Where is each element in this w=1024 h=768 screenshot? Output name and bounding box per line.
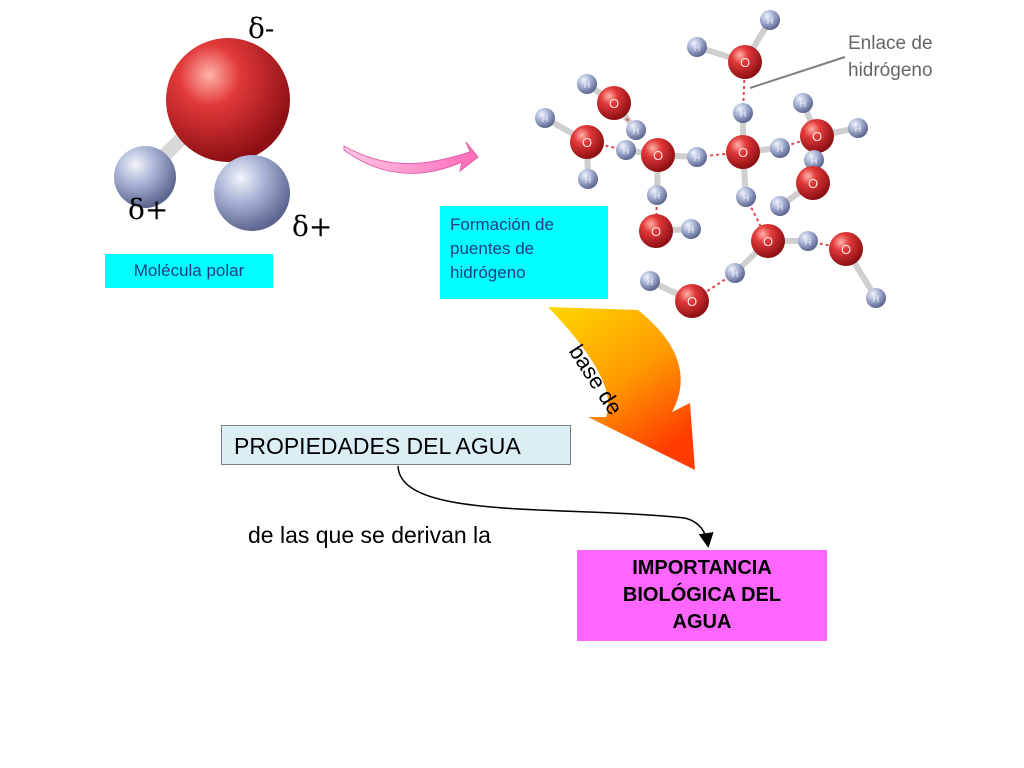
atom-letter: H [855, 124, 862, 134]
hydrogen-atom [535, 108, 555, 128]
hydrogen-atom [848, 118, 868, 138]
atom-letter: O [609, 96, 619, 111]
atom-letter: O [653, 148, 663, 163]
atom-letter: H [633, 126, 640, 136]
atom-letter: O [841, 242, 851, 257]
atom-letter: H [732, 269, 739, 279]
atom-letter: H [800, 99, 807, 109]
atom-letter: O [738, 145, 748, 160]
oxygen-atom [597, 86, 631, 120]
hydrogen-atom [760, 10, 780, 30]
connector-text: de las que se derivan la [248, 522, 491, 548]
atom-letter: H [743, 193, 750, 203]
polar-molecule-label: Molécula polar [105, 254, 273, 288]
oxygen-atom [726, 135, 760, 169]
oxygen-atom [639, 214, 673, 248]
hydrogen-atom [804, 150, 824, 170]
atom-letter: O [687, 294, 697, 309]
atom-letter: O [808, 176, 818, 191]
caption-line: hidrógeno [450, 263, 526, 282]
delta-plus-left-label: δ+ [128, 193, 168, 226]
hydrogen-atom [114, 146, 176, 208]
atom-letter: H [873, 294, 880, 304]
atom-letter: H [740, 109, 747, 119]
hydrogen-atom [793, 93, 813, 113]
atom-letter: H [542, 114, 549, 124]
caption-line: puentes de [450, 239, 535, 258]
atom-letter: H [777, 144, 784, 154]
oxygen-atom [675, 284, 709, 318]
hydrogen-atom [725, 263, 745, 283]
caption-line: Formación de [450, 215, 554, 234]
hydrogen-atom [687, 147, 707, 167]
atom-letter: H [767, 16, 774, 26]
hydrogen-atom [687, 37, 707, 57]
base-arrow [548, 307, 695, 470]
atom-letter: O [582, 135, 592, 150]
hydrogen-atom [733, 103, 753, 123]
curved-arrow [343, 141, 479, 174]
atom-letter: H [777, 202, 784, 212]
atom-letter: H [623, 146, 630, 156]
atom-letter: O [763, 234, 773, 249]
atom-letter: H [811, 156, 818, 166]
hydrogen-atom [681, 219, 701, 239]
oxygen-atom [641, 138, 675, 172]
hydrogen-atom [770, 138, 790, 158]
atom-letter: H [584, 80, 591, 90]
hydrogen-atom [736, 187, 756, 207]
hydrogen-atom [616, 140, 636, 160]
atom-letter: O [740, 55, 750, 70]
oxygen-atom [796, 166, 830, 200]
hydrogen-atom [770, 196, 790, 216]
hydrogen-atom [626, 120, 646, 140]
hydrogen-atom [214, 155, 290, 231]
atom-letter: O [651, 224, 661, 239]
connector-arrow [397, 465, 714, 548]
hydrogen-atom [798, 231, 818, 251]
atom-letter: H [654, 191, 661, 201]
hydrogen-bridges-caption: Formación de puentes de hidrógeno [440, 206, 608, 299]
oxygen-atom [166, 38, 290, 162]
hydrogen-bond-label: Enlace de hidrógeno [848, 30, 1018, 84]
biological-importance-box: IMPORTANCIA BIOLÓGICA DEL AGUA [577, 550, 827, 641]
properties-box: PROPIEDADES DEL AGUA [221, 425, 571, 465]
atom-letter: H [694, 43, 701, 53]
atom-letter: H [805, 237, 812, 247]
oxygen-atom [800, 119, 834, 153]
importance-line: IMPORTANCIA [632, 557, 772, 579]
atom-letter: H [585, 175, 592, 185]
atom-letter: H [647, 277, 654, 287]
atom-letter: O [812, 129, 822, 144]
atom-letter: H [694, 153, 701, 163]
bond-label-pointer [749, 56, 846, 89]
atom-letter: H [688, 225, 695, 235]
oxygen-atom [570, 125, 604, 159]
importance-line: BIOLÓGICA DEL [622, 584, 782, 606]
water-molecule: δ- δ+ δ+ [114, 12, 332, 243]
hydrogen-atom [578, 169, 598, 189]
bond-label-line: Enlace de [848, 33, 933, 54]
hydrogen-atom [577, 74, 597, 94]
oxygen-atom [829, 232, 863, 266]
importance-line: AGUA [672, 611, 732, 633]
oxygen-atom [751, 224, 785, 258]
hydrogen-atom [647, 185, 667, 205]
delta-minus-label: δ- [248, 12, 274, 45]
hydrogen-atom [866, 288, 886, 308]
oxygen-atom [728, 45, 762, 79]
bond-label-line: hidrógeno [848, 60, 933, 81]
hydrogen-atom [640, 271, 660, 291]
delta-plus-right-label: δ+ [292, 210, 332, 243]
